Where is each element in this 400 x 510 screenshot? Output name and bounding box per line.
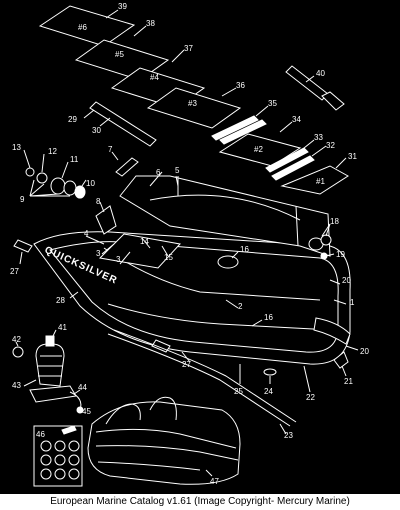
callout-20: 20	[342, 276, 351, 285]
callout-31: 31	[348, 152, 357, 161]
floor-board-3-label: #3	[188, 99, 197, 108]
floor-board-5-label: #5	[115, 50, 124, 59]
floor-board-2-label: #2	[254, 145, 263, 154]
callout-42: 42	[12, 335, 21, 344]
callout-27-left: 27	[10, 267, 19, 276]
hull-callouts: 6 5 8 4 3 3 14 15 16 2 16 1 20 28	[56, 166, 355, 327]
callout-37: 37	[184, 44, 193, 53]
storage-bag-47: 47	[87, 396, 241, 486]
floor-board-3: #3 36	[146, 81, 245, 129]
callout-1: 1	[350, 298, 355, 307]
floor-board-4-label: #4	[150, 73, 159, 82]
callout-35: 35	[268, 99, 277, 108]
floor-board-6-label: #6	[78, 23, 87, 32]
callout-28: 28	[56, 296, 65, 305]
callout-46: 46	[36, 430, 45, 439]
oar-part-40: 40	[285, 65, 345, 111]
callout-30: 30	[92, 126, 101, 135]
floor-board-1: #1 31	[280, 152, 357, 195]
keel-strip-24: 23	[107, 329, 297, 440]
callout-22: 21	[344, 377, 353, 386]
callout-40: 40	[316, 69, 325, 78]
callout-13: 13	[12, 143, 21, 152]
callout-47: 47	[210, 477, 219, 486]
callout-3b: 3	[116, 255, 121, 264]
callout-34: 34	[292, 115, 301, 124]
callout-5: 5	[175, 166, 180, 175]
callout-6: 6	[156, 168, 161, 177]
fitting-parts-18-19: 18 19	[308, 217, 345, 260]
strip-part-35: 35	[211, 99, 277, 145]
floor-board-2: #2 34	[218, 115, 301, 167]
callout-14: 14	[140, 237, 149, 246]
floor-board-6: #6 39	[38, 2, 136, 47]
callout-38: 38	[146, 19, 155, 28]
foot-pump: 41 42 43 44 45	[12, 323, 91, 416]
rail-part-30: 29 30	[68, 101, 157, 147]
callout-4: 4	[84, 229, 89, 238]
callout-24: 23	[284, 431, 293, 440]
callout-44: 44	[78, 383, 87, 392]
callout-3a: 3	[96, 249, 101, 258]
strip-part-33-32: 33 32	[265, 133, 335, 181]
valve-parts: 13 12 11 10 9	[12, 143, 95, 204]
callout-39: 39	[118, 2, 127, 11]
callout-18: 18	[330, 217, 339, 226]
callout-21: 20	[360, 347, 369, 356]
callout-41: 41	[58, 323, 67, 332]
repair-kit-46: 46	[33, 425, 83, 487]
callout-26: 25	[234, 387, 243, 396]
callout-9: 9	[20, 195, 25, 204]
boat-hull	[33, 175, 351, 365]
bottom-callouts: 25 24 22 21 20	[234, 345, 369, 402]
handle-part-7: 7	[108, 145, 139, 177]
callout-2: 2	[238, 302, 243, 311]
image-caption: European Marine Catalog v1.61 (Image Cop…	[0, 494, 400, 510]
callout-32: 32	[326, 141, 335, 150]
callout-10: 10	[86, 179, 95, 188]
callout-36: 36	[236, 81, 245, 90]
callout-12: 12	[48, 147, 57, 156]
callout-17: 16	[264, 313, 273, 322]
callout-19: 19	[336, 250, 345, 259]
callout-29: 29	[68, 115, 77, 124]
callout-15: 15	[164, 253, 173, 262]
callout-7: 7	[108, 145, 113, 154]
floor-board-1-label: #1	[316, 177, 325, 186]
callout-33: 33	[314, 133, 323, 142]
callout-43: 43	[12, 381, 21, 390]
rub-strip-27-left: 27	[10, 239, 33, 276]
callout-8: 8	[96, 197, 101, 206]
callout-25: 24	[264, 387, 273, 396]
callout-16: 16	[240, 245, 249, 254]
callout-23: 22	[306, 393, 315, 402]
callout-11: 11	[70, 155, 79, 164]
callout-45: 45	[82, 407, 91, 416]
boat-parts-diagram: #6 39 #5 38 #4 37 #3 36 40 29 30	[10, 2, 369, 487]
